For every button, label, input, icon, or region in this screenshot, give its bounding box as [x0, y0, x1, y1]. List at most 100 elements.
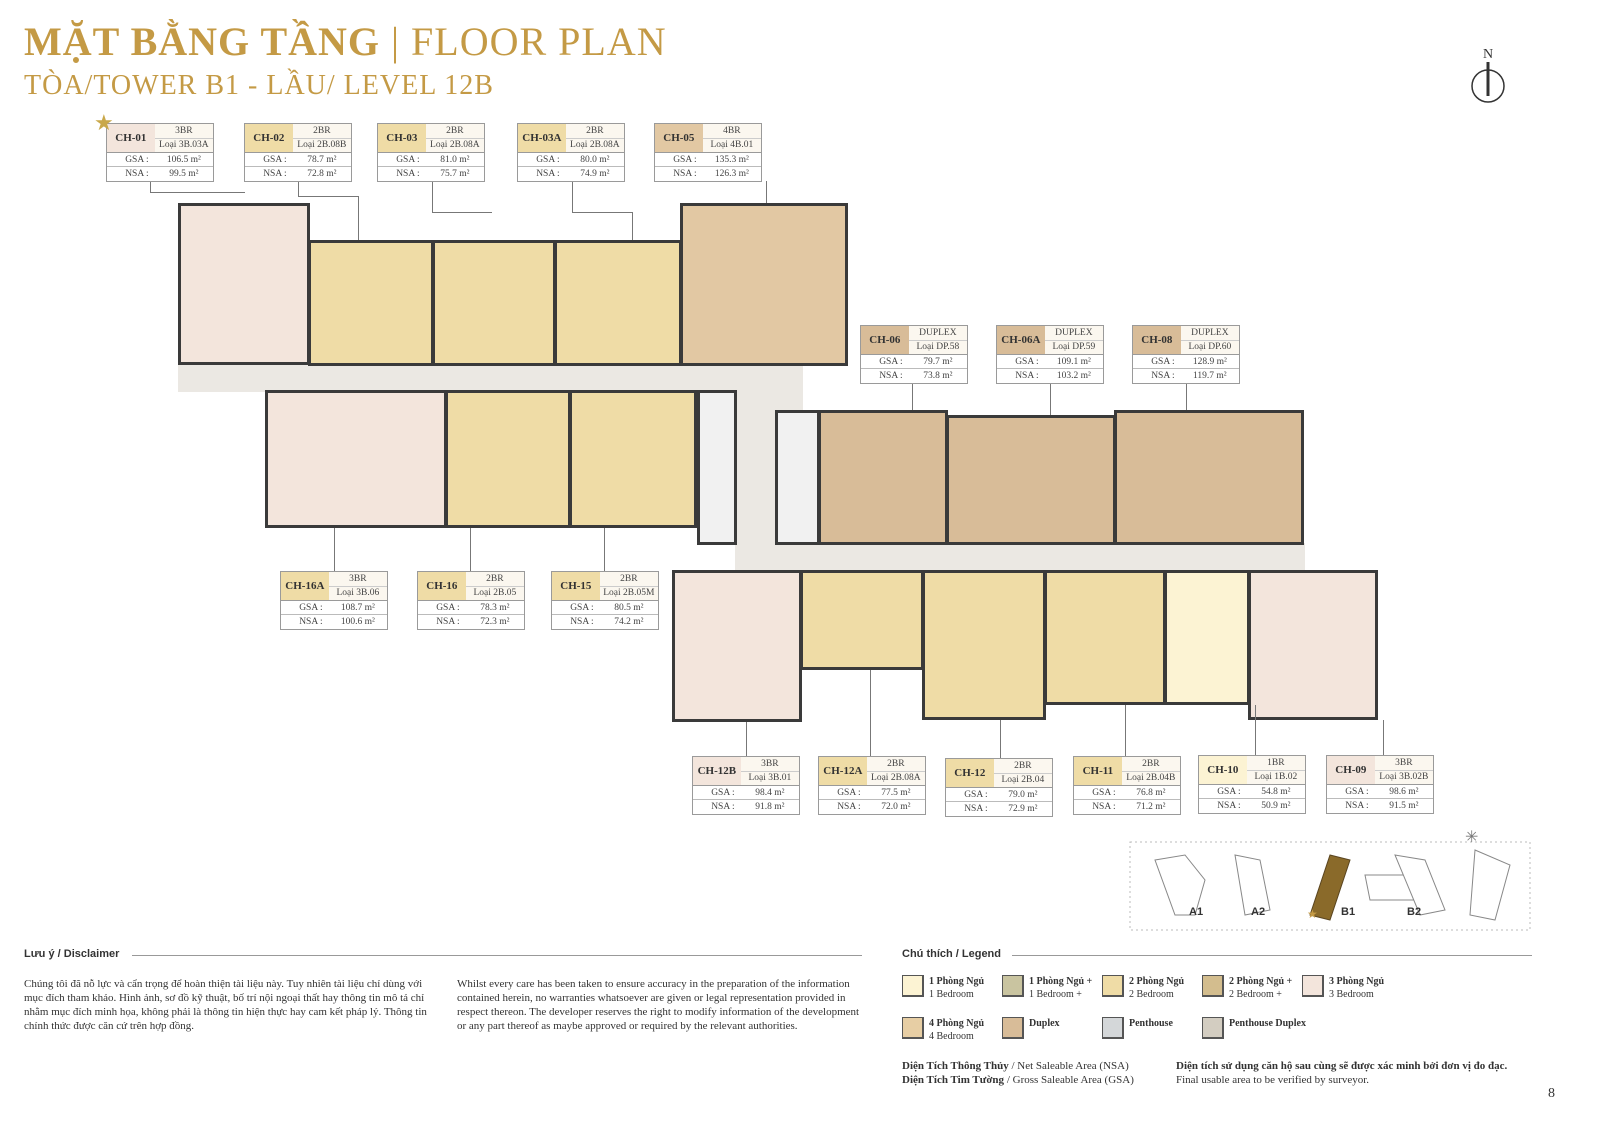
gsa-value: 78.7 m² [307, 154, 337, 165]
unit-ch-09[interactable] [1248, 570, 1378, 720]
nsa-value: 72.8 m² [307, 169, 337, 179]
gsa-value: 77.5 m² [881, 787, 911, 798]
unit-ch-16a[interactable] [265, 390, 447, 528]
unit-code: CH-03A [518, 124, 566, 152]
gsa-value: 81.0 m² [440, 154, 470, 165]
nsa-label: NSA : [396, 169, 420, 179]
legend-swatch [1202, 975, 1224, 997]
unit-layout-code: Loại DP.59 [1052, 342, 1096, 353]
nsa-label: NSA : [436, 617, 460, 627]
unit-type: 2BR [565, 124, 624, 139]
unit-ch-06a[interactable] [946, 415, 1116, 545]
legend-swatch [1102, 1017, 1124, 1039]
unit-ch-01[interactable] [178, 203, 310, 365]
legend-item: 2 Phòng Ngủ +2 Bedroom + [1202, 975, 1292, 1001]
unit-ch-03[interactable] [432, 240, 556, 366]
nsa-label: NSA : [536, 169, 560, 179]
gsa-label: GSA : [879, 356, 903, 367]
unit-ch-12a[interactable] [800, 570, 924, 670]
unit-ch-08[interactable] [1114, 410, 1304, 545]
unit-ch-03a[interactable] [554, 240, 682, 366]
unit-ch-11[interactable] [1044, 570, 1166, 705]
svg-text:N: N [1483, 47, 1493, 62]
unit-ch-02[interactable] [308, 240, 434, 366]
legend-swatch [1302, 975, 1324, 997]
svg-text:A1: A1 [1189, 906, 1203, 918]
unit-layout-code: Loại 2B.04 [1001, 775, 1045, 786]
unit-code: CH-03 [378, 124, 426, 152]
nsa-label: NSA : [1151, 371, 1175, 381]
gsa-value: 80.5 m² [614, 602, 644, 613]
gsa-label: GSA : [436, 602, 460, 613]
unit-layout-code: Loại DP.60 [1188, 342, 1232, 353]
unit-code: CH-11 [1074, 757, 1122, 785]
disclaimer-vi: Chúng tôi đã nỗ lực và cẩn trọng để hoàn… [24, 978, 427, 1032]
nsa-value: 72.9 m² [1008, 804, 1038, 814]
gsa-label: GSA : [964, 789, 988, 800]
gsa-value: 98.4 m² [755, 787, 785, 798]
legend-label-vi: 1 Phòng Ngủ + [1029, 976, 1093, 987]
unit-ch-06[interactable] [818, 410, 948, 545]
legend-label-vi: Duplex [1029, 1018, 1060, 1029]
unit-layout-code: Loại 3B.02B [1379, 772, 1429, 783]
nsa-label: NSA : [1092, 802, 1116, 812]
gsa-value: 78.3 m² [480, 602, 510, 613]
unit-type: 3BR [154, 124, 213, 139]
unit-type: 3BR [328, 572, 387, 587]
nsa-value: 74.2 m² [614, 617, 644, 627]
nsa-label: NSA : [570, 617, 594, 627]
unit-ch-15[interactable] [569, 390, 697, 528]
core-lifts [697, 390, 737, 545]
legend-label-vi: Penthouse [1129, 1018, 1173, 1029]
nsa-label: NSA : [1345, 801, 1369, 811]
unit-ch-10[interactable] [1164, 570, 1250, 705]
unit-type: 4BR [702, 124, 761, 139]
gsa-value: 109.1 m² [1056, 356, 1091, 367]
gsa-label: GSA : [1345, 786, 1369, 797]
unit-layout-code: Loại 2B.05M [603, 588, 655, 599]
svg-text:★: ★ [1307, 907, 1318, 921]
unit-type: 2BR [465, 572, 524, 587]
unit-ch-12[interactable] [922, 570, 1046, 720]
unit-ch-16[interactable] [445, 390, 571, 528]
unit-ch-12b[interactable] [672, 570, 802, 722]
unit-layout-code: Loại 2B.08B [297, 140, 347, 151]
core-lifts-right [775, 410, 820, 545]
nsa-definition: Diện Tích Thông Thủy / Net Saleable Area… [902, 1060, 1129, 1072]
nsa-value: 72.0 m² [881, 802, 911, 812]
gsa-value: 76.8 m² [1136, 787, 1166, 798]
unit-code: CH-06 [861, 326, 909, 354]
unit-code: CH-15 [552, 572, 600, 600]
page-subtitle: TÒA/TOWER B1 - LẦU/ LEVEL 12B [24, 70, 494, 101]
unit-ch-05[interactable] [680, 203, 848, 366]
unit-code: CH-16A [281, 572, 329, 600]
page-number: 8 [1548, 1086, 1555, 1101]
nsa-label: NSA : [299, 617, 323, 627]
unit-code: CH-08 [1133, 326, 1181, 354]
unit-code: CH-06A [997, 326, 1045, 354]
unit-type: 3BR [1374, 756, 1433, 771]
legend-label-vi: 2 Phòng Ngủ + [1229, 976, 1293, 987]
svg-text:B2: B2 [1407, 906, 1421, 918]
nsa-label: NSA : [837, 802, 861, 812]
legend-label-vi: 2 Phòng Ngủ [1129, 976, 1185, 987]
